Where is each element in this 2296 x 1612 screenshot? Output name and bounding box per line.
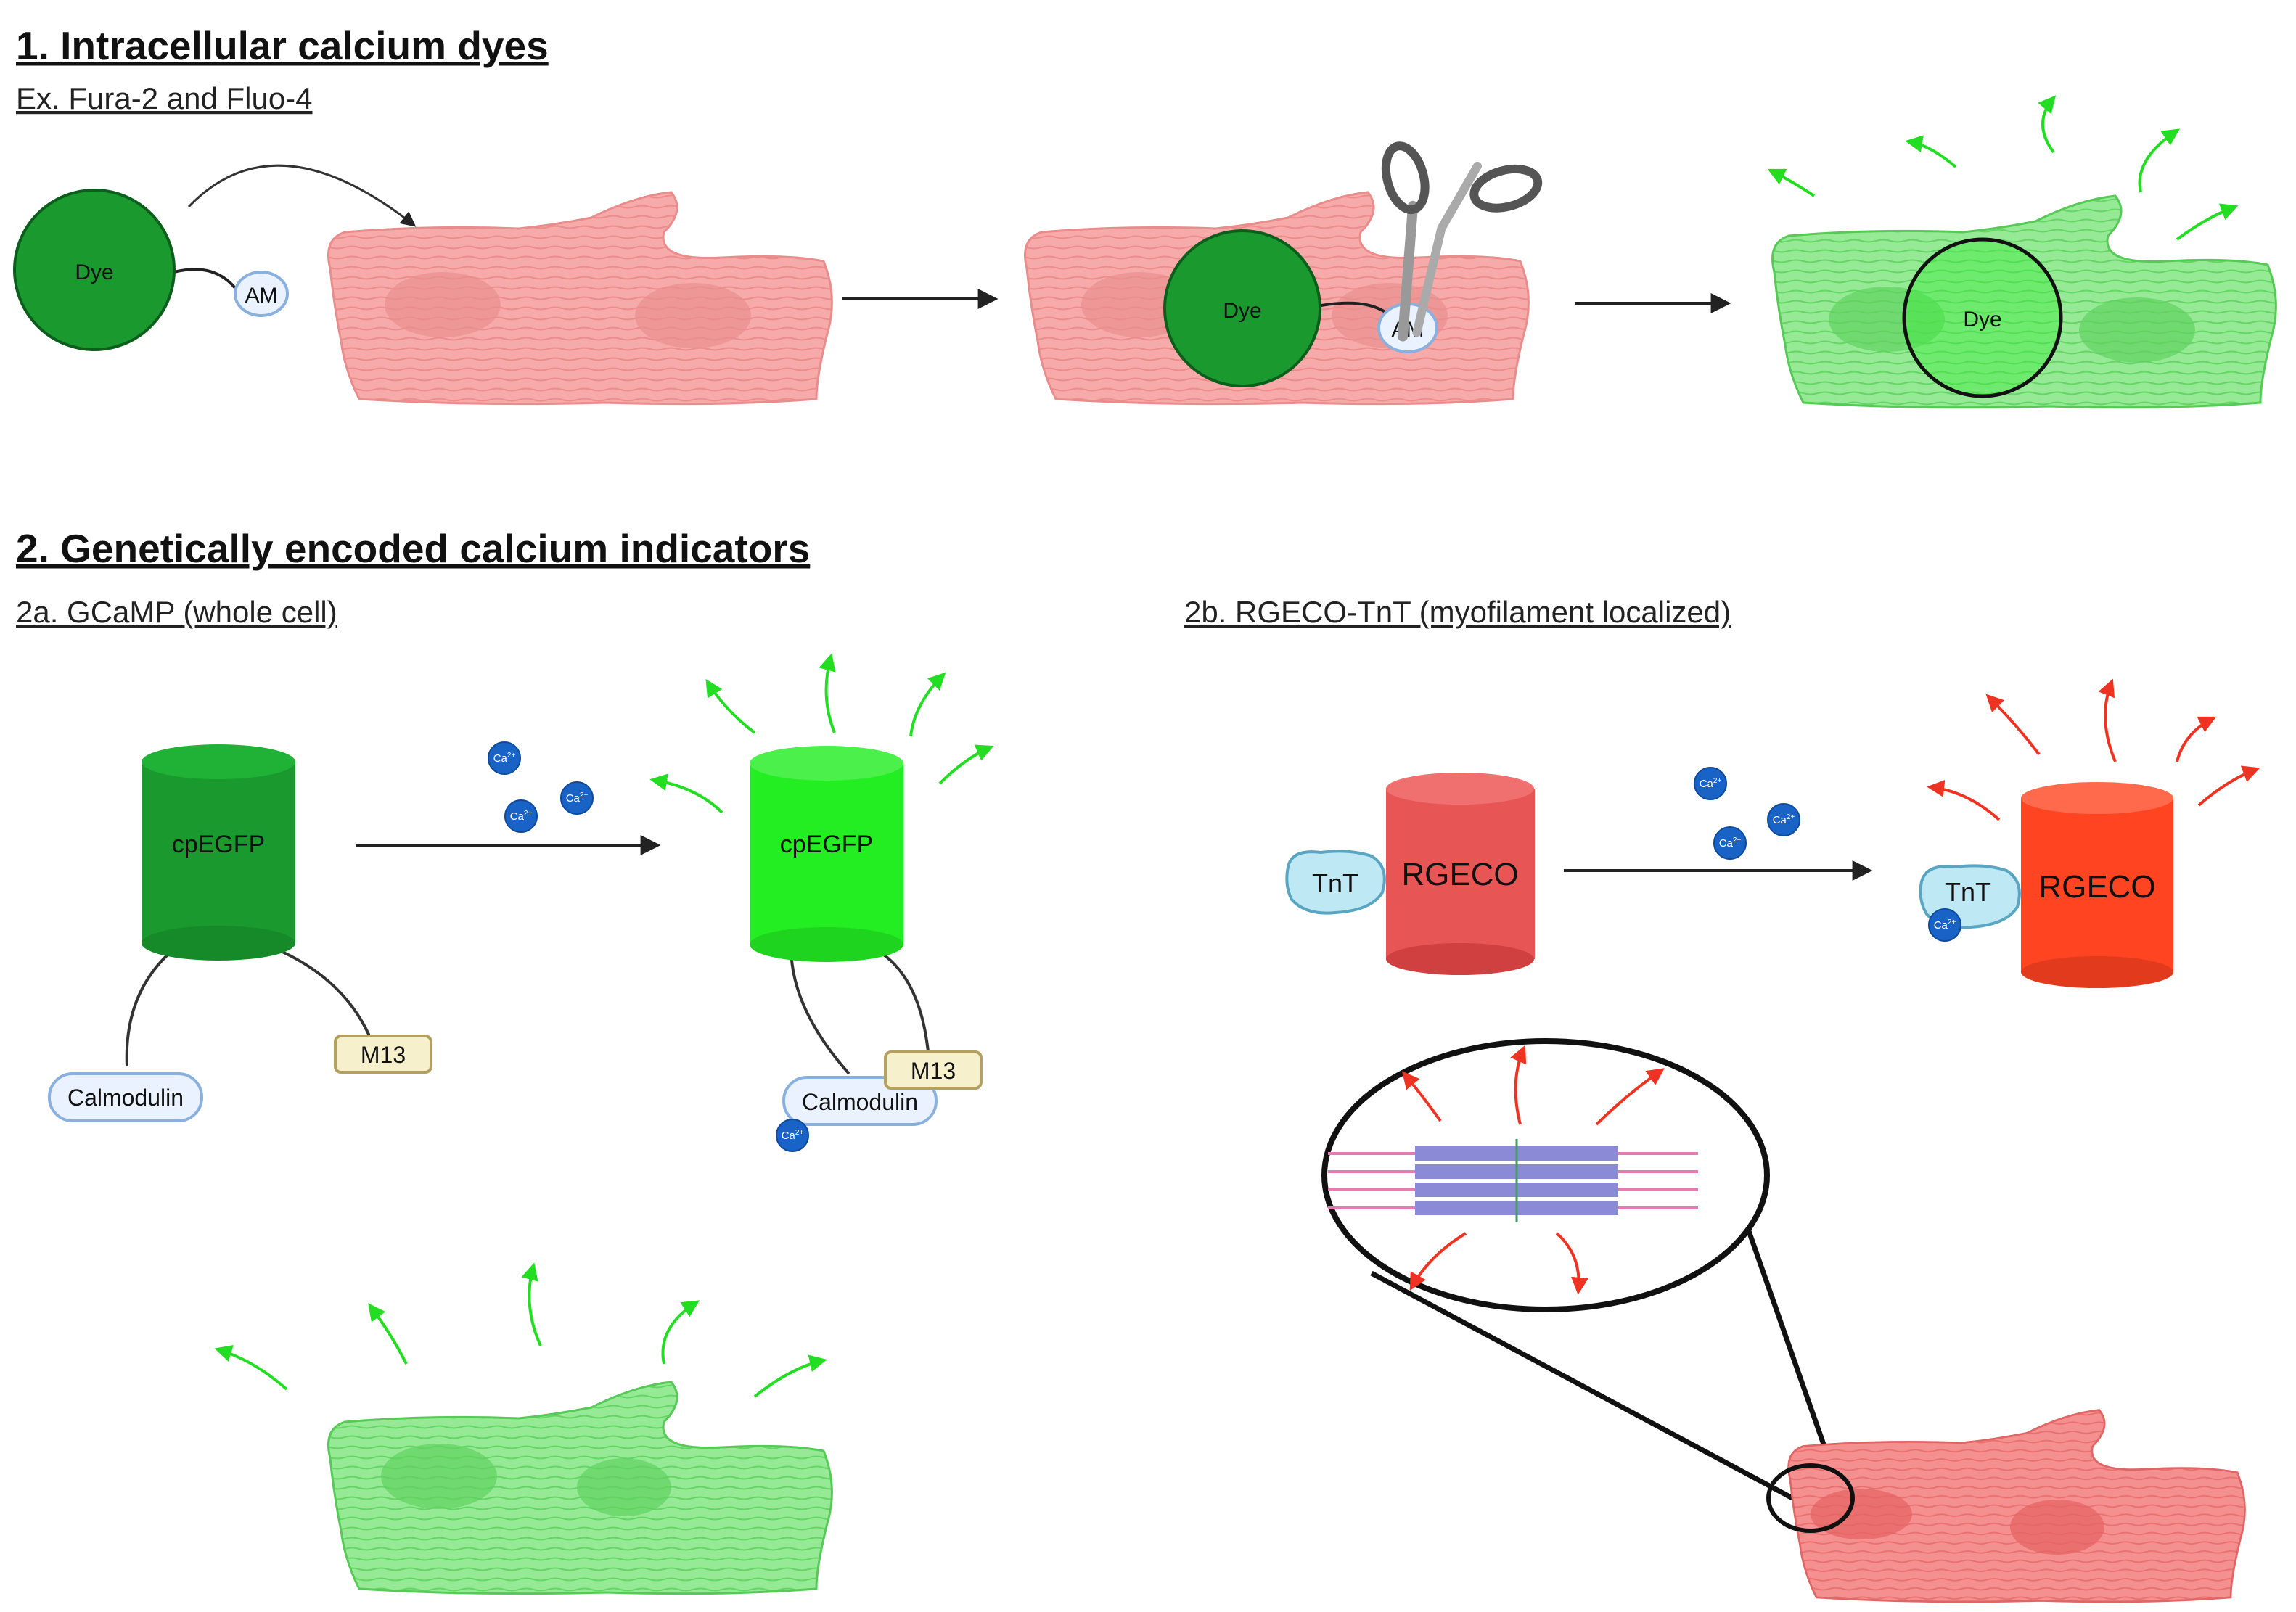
nucleus xyxy=(1829,287,1945,352)
rgeco-label: RGECO xyxy=(2038,869,2155,905)
nucleus xyxy=(1811,1489,1912,1539)
dye-label: Dye xyxy=(1963,308,2001,332)
sarcomere-detail xyxy=(1328,1139,1698,1222)
m13-label: M13 xyxy=(361,1042,406,1068)
cardiomyocyte-pink-1 xyxy=(329,192,832,404)
dye-circle-fluorescent xyxy=(1902,237,2063,398)
tnt-label: TnT xyxy=(1312,868,1358,898)
gcamp-bound: cpEGFP Calmodulin M13 Ca2+ xyxy=(750,746,983,1152)
calcium-ion: Ca2+ xyxy=(1767,803,1800,836)
red-emission-arrows-2b xyxy=(1927,678,2260,821)
calcium-ion: Ca2+ xyxy=(776,1119,809,1152)
calmodulin-domain xyxy=(48,1072,203,1122)
free-dye-molecule: Dye AM xyxy=(13,189,289,351)
troponin-t-domain xyxy=(1285,850,1386,915)
rgeco-bound: RGECO TnT Ca2+ xyxy=(1919,782,2173,988)
section2a-subtitle: 2a. GCaMP (whole cell) xyxy=(16,595,337,629)
section1-title: 1. Intracellular calcium dyes xyxy=(16,23,549,68)
calcium-ion: Ca2+ xyxy=(488,741,521,775)
cardiomyocyte-green-2a xyxy=(329,1382,832,1594)
tnt-label: TnT xyxy=(1945,877,1991,907)
nucleus xyxy=(385,272,501,337)
dye-label: Dye xyxy=(1223,299,1261,323)
cpegfp-label: cpEGFP xyxy=(780,831,873,858)
myofilament-zoom xyxy=(1321,1038,1835,1501)
section1-subtitle: Ex. Fura-2 and Fluo-4 xyxy=(16,81,313,115)
green-emission-arrows-cell xyxy=(214,1262,827,1398)
nucleus xyxy=(577,1458,671,1516)
section2b-subtitle: 2b. RGECO-TnT (myofilament localized) xyxy=(1184,595,1731,629)
cpegfp-cylinder xyxy=(142,762,295,943)
red-emission-arrows-zoom xyxy=(1401,1045,1665,1295)
calcium-ions-2a: Ca2+ Ca2+ Ca2+ xyxy=(488,741,594,833)
rgeco-cylinder xyxy=(1386,789,1535,959)
nucleus xyxy=(2079,297,2195,363)
m13-label: M13 xyxy=(911,1058,956,1084)
scissors-icon xyxy=(1381,141,1543,342)
m13-peptide xyxy=(334,1035,432,1074)
cardiomyocyte-red-2b xyxy=(1766,1410,2244,1602)
green-emission-arrows-2a xyxy=(649,653,994,814)
calcium-ion: Ca2+ xyxy=(1928,908,1961,942)
calcium-ions-2b: Ca2+ Ca2+ Ca2+ xyxy=(1694,767,1800,860)
calcium-ion: Ca2+ xyxy=(1713,826,1747,860)
dye-circle xyxy=(13,189,176,351)
calmodulin-label: Calmodulin xyxy=(67,1085,184,1111)
rgeco-cylinder-bright xyxy=(2021,798,2173,972)
rgeco-label: RGECO xyxy=(1401,857,1518,892)
nucleus xyxy=(635,283,751,348)
dye-label: Dye xyxy=(75,260,113,284)
rgeco-resting: RGECO TnT xyxy=(1285,773,1535,975)
calcium-ion: Ca2+ xyxy=(1694,767,1727,800)
calcium-ion: Ca2+ xyxy=(560,781,594,815)
dye-circle xyxy=(1163,229,1321,387)
calmodulin-label: Calmodulin xyxy=(802,1089,918,1115)
calcium-ion: Ca2+ xyxy=(504,799,538,833)
am-label: AM xyxy=(245,284,278,308)
m13-peptide xyxy=(884,1050,983,1090)
green-emission-arrows xyxy=(1767,95,2239,241)
am-ester xyxy=(234,271,289,317)
nucleus xyxy=(2010,1500,2104,1555)
cpegfp-label: cpEGFP xyxy=(172,831,265,858)
nucleus xyxy=(381,1444,497,1509)
section2-title: 2. Genetically encoded calcium indicator… xyxy=(16,526,810,571)
gcamp-resting: cpEGFP Calmodulin M13 xyxy=(48,744,432,1122)
cpegfp-cylinder-bright xyxy=(750,763,903,945)
zoom-region-marker xyxy=(1766,1463,1855,1533)
loading-arrow xyxy=(187,164,417,227)
cardiomyocyte-green-fluorescent: Dye xyxy=(1773,196,2276,408)
